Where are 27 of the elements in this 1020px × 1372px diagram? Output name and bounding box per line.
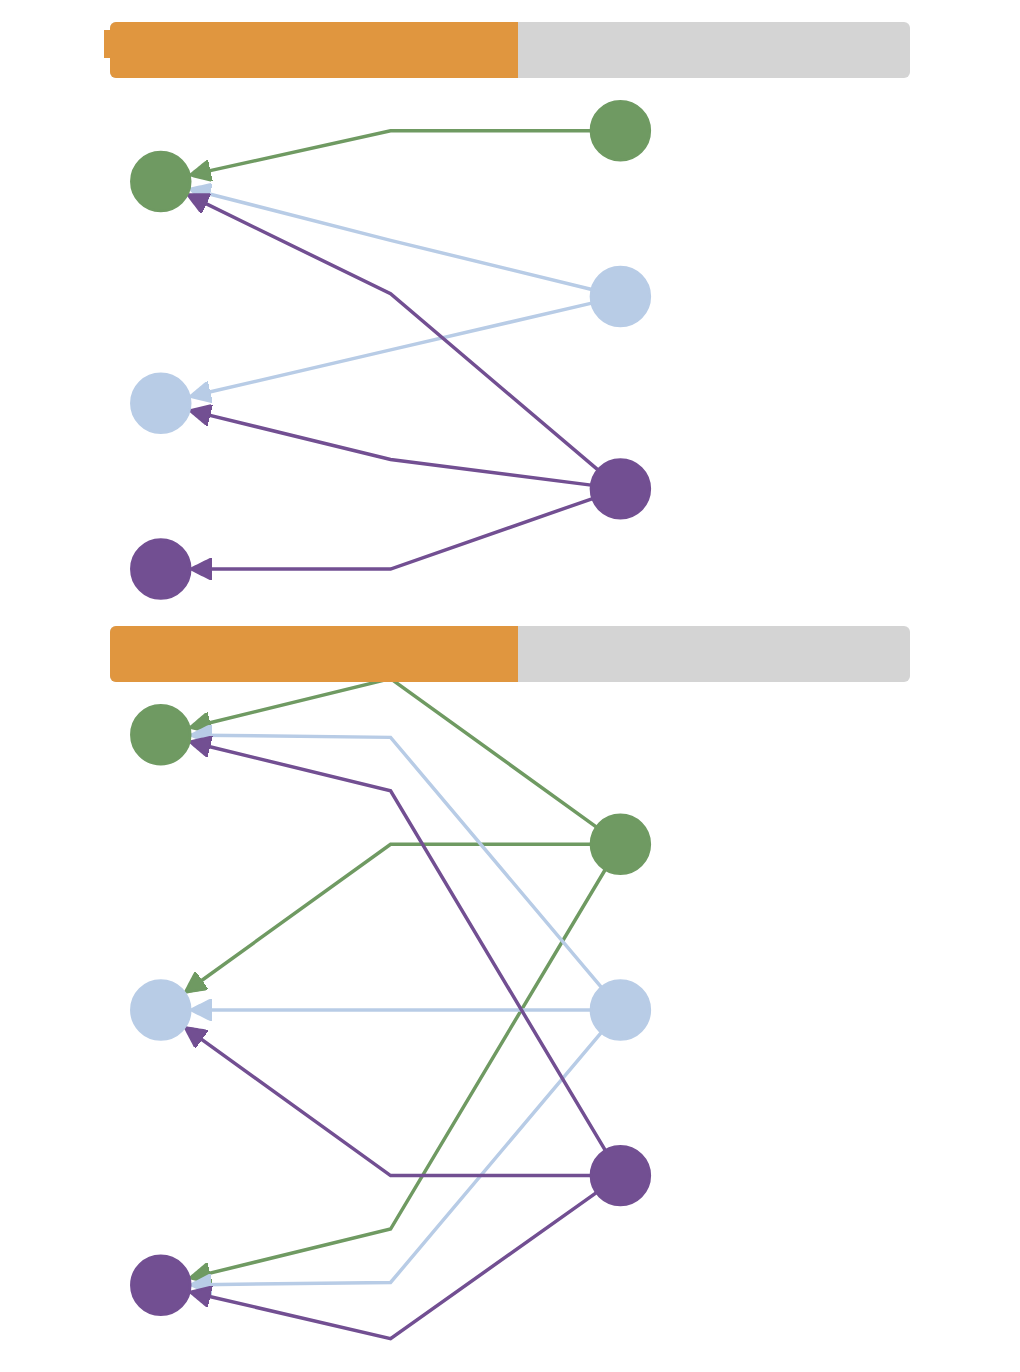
arrow (188, 301, 593, 404)
arrow (189, 1031, 603, 1297)
arrow (188, 735, 607, 1152)
node-circle (589, 813, 652, 875)
node-circle (130, 979, 192, 1041)
arrow (188, 129, 591, 183)
arrow (188, 676, 598, 829)
node-circle (589, 979, 652, 1041)
node-circle (589, 1144, 652, 1207)
node-circle (589, 458, 652, 520)
arrow (188, 1191, 598, 1341)
arrow (189, 496, 594, 581)
arrow (189, 723, 603, 989)
arrow (188, 403, 592, 487)
arrow (188, 868, 607, 1285)
node-circle (589, 265, 652, 328)
arrow (183, 1026, 591, 1178)
node-circle (130, 1254, 192, 1316)
node-circle (130, 703, 192, 766)
arrow (186, 193, 600, 472)
node-circle (130, 538, 192, 600)
node-circle (589, 100, 652, 162)
node-circle (130, 372, 192, 435)
arrow (183, 842, 591, 994)
arrow (188, 182, 593, 292)
arrow (189, 998, 591, 1022)
node-circle (130, 150, 192, 213)
